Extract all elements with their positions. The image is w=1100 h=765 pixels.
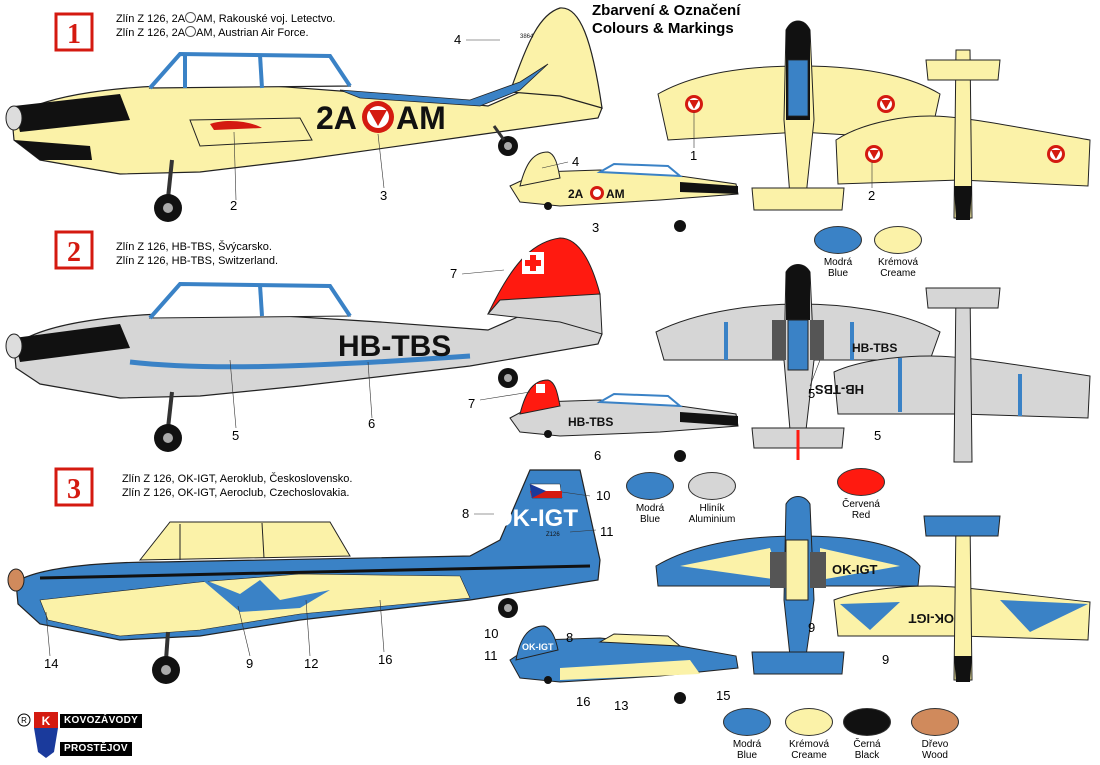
svg-text:4: 4 — [454, 32, 461, 47]
svg-text:13: 13 — [614, 698, 628, 713]
s3-line2: Zlín Z 126, OK-IGT, Aeroclub, Czechoslov… — [122, 487, 350, 499]
roundel-outline-icon — [185, 12, 197, 23]
callout-2: 2 — [230, 198, 237, 213]
s3-top-view: OK-IGT — [655, 496, 921, 675]
s3-fin-code: Z126 — [546, 532, 560, 538]
s1-fin-serial: 3864 — [520, 34, 534, 40]
s3-line1: Zlín Z 126, OK-IGT, Aeroklub, Českoslove… — [122, 473, 353, 485]
svg-text:10: 10 — [484, 626, 498, 641]
scheme-1-badge: 1 — [54, 12, 94, 52]
svg-text:10: 10 — [596, 488, 610, 503]
svg-text:5: 5 — [232, 428, 239, 443]
svg-text:5: 5 — [808, 386, 815, 401]
svg-text:3: 3 — [592, 220, 599, 235]
svg-text:OK-IGT: OK-IGT — [908, 611, 954, 626]
s1-line1-a: Zlín Z 126, 2A — [116, 13, 186, 25]
svg-text:7: 7 — [450, 266, 457, 281]
s2-line2: Zlín Z 126, HB-TBS, Switzerland. — [116, 255, 278, 267]
s1-side-view: 2A AM 3864 — [5, 7, 603, 222]
s2-bottom-view: HB-TBS — [815, 287, 1091, 463]
s1-line2-b: AM, Austrian Air Force. — [196, 27, 309, 39]
svg-text:9: 9 — [882, 652, 889, 667]
callout-labels: 4 2 3 4 3 1 2 7 5 6 7 6 5 5 8 10 11 9 12… — [44, 32, 889, 713]
svg-text:14: 14 — [44, 656, 58, 671]
s1-reg-right: AM — [396, 100, 446, 136]
svg-text:OK-IGT: OK-IGT — [522, 642, 554, 652]
s1-line1-b: AM, Rakouské voj. Letectvo. — [196, 13, 336, 25]
svg-text:15: 15 — [716, 688, 730, 703]
scheme-1-number: 1 — [67, 19, 81, 50]
logo-line2: PROSTĚJOV — [60, 742, 132, 756]
svg-text:12: 12 — [304, 656, 318, 671]
s1-small-side-view: 2A AM — [509, 151, 739, 232]
title-en: Colours & Markings — [592, 20, 734, 37]
svg-text:1: 1 — [690, 148, 697, 163]
s1-reg-left: 2A — [316, 100, 357, 136]
title-cz: Zbarvení & Označení — [592, 2, 741, 19]
svg-text:R: R — [21, 716, 27, 725]
svg-text:9: 9 — [808, 620, 815, 635]
s2-small-side-view: HB-TBS — [509, 379, 739, 462]
s3-side-view: OK-IGT Z126 — [7, 469, 601, 684]
svg-text:HB-TBS: HB-TBS — [852, 341, 897, 355]
scheme-2-badge: 2 — [54, 230, 94, 270]
svg-text:11: 11 — [600, 524, 614, 539]
scheme-3-caption: Zlín Z 126, OK-IGT, Aeroklub, Českoslove… — [122, 472, 352, 500]
scheme-2-caption: Zlín Z 126, HB-TBS, Švýcarsko. Zlín Z 12… — [116, 240, 278, 268]
s2-reg: HB-TBS — [338, 330, 451, 363]
svg-text:2A: 2A — [568, 187, 584, 201]
svg-text:OK-IGT: OK-IGT — [832, 562, 878, 577]
svg-text:16: 16 — [378, 652, 392, 667]
svg-text:2: 2 — [868, 188, 875, 203]
s2-line1: Zlín Z 126, HB-TBS, Švýcarsko. — [116, 241, 272, 253]
callouts — [45, 39, 873, 657]
s1-top-view — [657, 20, 941, 211]
svg-text:4: 4 — [572, 154, 579, 169]
swatch-ellipse — [814, 226, 862, 254]
logo-line1: KOVOZÁVODY — [60, 714, 143, 728]
kovozavody-logo: R K KOVOZÁVODY PROSTĚJOV — [16, 712, 150, 760]
s3-small-side-view: OK-IGT — [509, 625, 739, 704]
svg-text:9: 9 — [246, 656, 253, 671]
svg-text:8: 8 — [566, 630, 573, 645]
s2-top-view: HB-TBS — [655, 264, 941, 460]
s1-bottom-view — [835, 49, 1091, 220]
s2-side-view: HB-TBS — [5, 237, 603, 452]
s1-line2-a: Zlín Z 126, 2A — [116, 27, 186, 39]
svg-text:HB-TBS: HB-TBS — [815, 382, 864, 397]
scheme-2-number: 2 — [67, 237, 81, 268]
svg-text:16: 16 — [576, 694, 590, 709]
s3-bottom-view: OK-IGT — [833, 515, 1091, 682]
svg-text:11: 11 — [484, 648, 498, 663]
svg-text:6: 6 — [594, 448, 601, 463]
page-title: Zbarvení & Označení Colours & Markings — [592, 2, 740, 38]
roundel-outline-icon — [185, 26, 197, 37]
s3-reg: OK-IGT — [494, 505, 578, 532]
svg-text:3: 3 — [380, 188, 387, 203]
svg-text:AM: AM — [606, 187, 625, 201]
scheme-1-caption: Zlín Z 126, 2A AM, Rakouské voj. Letectvo… — [116, 12, 336, 40]
svg-text:7: 7 — [468, 396, 475, 411]
scheme-3-badge: 3 — [54, 467, 94, 507]
svg-text:6: 6 — [368, 416, 375, 431]
svg-text:K: K — [42, 714, 51, 728]
svg-text:HB-TBS: HB-TBS — [568, 415, 613, 429]
logo-mark: R K — [17, 712, 58, 758]
svg-text:5: 5 — [874, 428, 881, 443]
svg-text:8: 8 — [462, 506, 469, 521]
scheme-3-number: 3 — [67, 474, 81, 505]
swatch-ellipse — [874, 226, 922, 254]
